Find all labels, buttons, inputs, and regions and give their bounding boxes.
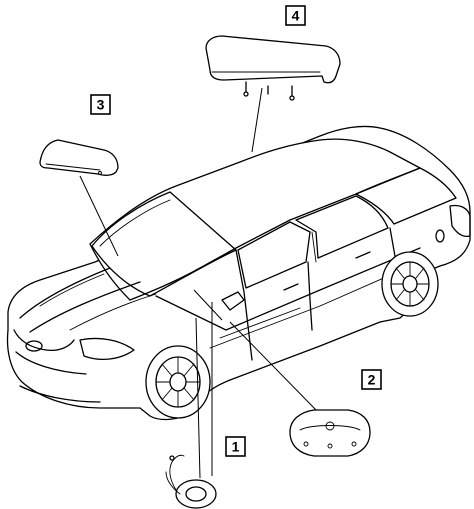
rear-wheel: [381, 251, 439, 317]
passenger-airbag-part: [39, 139, 119, 176]
svg-text:3: 3: [97, 97, 105, 113]
curtain-airbag-part: [205, 35, 341, 101]
callout-1: 1: [225, 436, 246, 457]
clockspring-part: [165, 454, 217, 509]
svg-text:4: 4: [292, 8, 300, 24]
driver-airbag-part: [289, 409, 371, 457]
callout-3: 3: [90, 94, 111, 115]
sedan-illustration: [6, 125, 471, 421]
svg-text:1: 1: [232, 439, 240, 455]
leader-lines: [79, 87, 317, 479]
callout-2: 2: [361, 369, 382, 390]
callout-4: 4: [285, 5, 306, 26]
svg-text:2: 2: [368, 372, 376, 388]
front-wheel: [145, 345, 211, 419]
